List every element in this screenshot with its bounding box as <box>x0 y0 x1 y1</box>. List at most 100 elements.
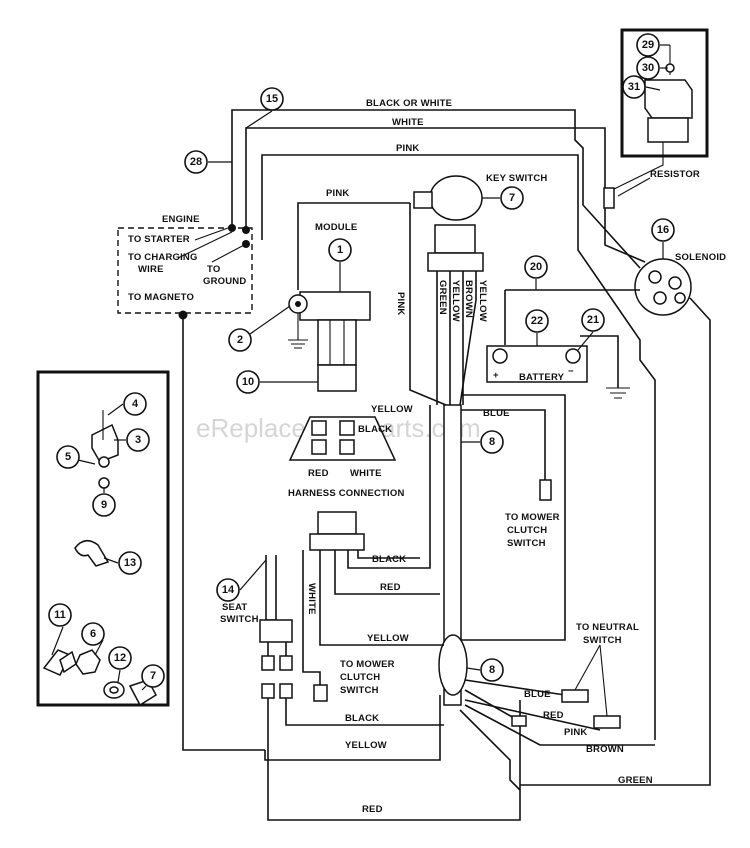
callout-leader <box>577 331 594 351</box>
terminal-dot-ground <box>242 240 250 248</box>
label-red-bottom: RED <box>362 804 383 815</box>
label-ground: GROUND <box>203 276 246 287</box>
callout-circle <box>126 428 150 452</box>
callout-circle <box>651 218 675 242</box>
callout-circle <box>328 238 352 262</box>
label-red-mid: RED <box>380 582 401 593</box>
wire-black-or-white <box>231 109 641 269</box>
callout-circle <box>92 493 116 517</box>
label-wire: WIRE <box>138 264 164 275</box>
callout-number: 7 <box>150 670 156 682</box>
callout-leader <box>77 459 96 465</box>
parts-inset-frame <box>36 370 170 707</box>
neutral-connector-2 <box>593 715 621 729</box>
mid-connector-plug <box>309 533 365 551</box>
key-switch-terminal <box>413 191 433 209</box>
callout-leader <box>51 626 64 656</box>
callout-number: 11 <box>54 609 66 621</box>
callout-number: 12 <box>114 652 126 664</box>
wire-pink-vertical <box>409 203 447 406</box>
callout-leader <box>141 685 147 691</box>
label-blue-low: BLUE <box>524 689 551 700</box>
callout-circle <box>81 622 105 646</box>
label-to: TO <box>207 264 220 275</box>
callout-number: 31 <box>628 81 640 93</box>
terminal-dot-starter <box>228 224 236 232</box>
module-body <box>317 319 357 366</box>
seat-switch: SEAT SWITCH BLACK YELLOW RED <box>220 555 521 821</box>
callout-number: 29 <box>642 39 654 51</box>
label-brown-v: BROWN <box>463 280 474 318</box>
label-black-low: BLACK <box>345 713 379 724</box>
label-red-low: RED <box>543 710 564 721</box>
label-pink-module: PINK <box>326 188 350 199</box>
engine-box: ENGINE TO STARTER TO CHARGING WIRE TO GR… <box>117 214 265 751</box>
label-to-neutral: TO NEUTRAL <box>576 622 639 633</box>
callout-number: 21 <box>587 314 599 326</box>
callout-number: 28 <box>190 156 202 168</box>
callout-circle <box>480 430 504 454</box>
callout-circle <box>108 646 132 670</box>
resistor-body <box>603 187 615 209</box>
label-hc-yellow: YELLOW <box>371 404 413 415</box>
parts-inset <box>36 370 170 707</box>
clip-bracket <box>91 423 119 463</box>
callout-leader <box>466 667 481 671</box>
callout-number: 14 <box>222 584 235 596</box>
wire-white <box>245 127 606 230</box>
callout-circle <box>216 578 240 602</box>
callout-leader <box>117 669 121 683</box>
label-module: MODULE <box>315 222 357 233</box>
label-to-mower-1: TO MOWER <box>505 512 560 523</box>
callout-circle <box>500 186 524 210</box>
mower-clutch-connector-1 <box>539 479 552 501</box>
callout-number: 6 <box>90 628 96 640</box>
wire-magneto <box>182 315 265 751</box>
label-yellow-low: YELLOW <box>345 740 387 751</box>
battery: + − BATTERY <box>486 335 630 399</box>
callout-number: 5 <box>65 451 71 463</box>
callout-number: 15 <box>266 93 278 105</box>
label-white-v: WHITE <box>306 583 317 615</box>
callout-number: 3 <box>135 434 141 446</box>
callout-leader <box>645 86 661 91</box>
label-switch-2: SWITCH <box>340 685 379 696</box>
label-switch-3: SWITCH <box>583 635 622 646</box>
solenoid-body <box>634 258 692 316</box>
harness-tube <box>443 404 462 706</box>
label-pink-low: PINK <box>564 727 588 738</box>
key-switch-connector <box>434 224 476 254</box>
resistor-bracket <box>644 79 693 119</box>
battery-ground-symbol <box>606 387 630 399</box>
callout-number: 4 <box>132 398 139 410</box>
callout-number: 8 <box>489 436 495 448</box>
seat-switch-body <box>259 619 293 643</box>
callout-leader <box>94 639 104 656</box>
label-yellow-v2: YELLOW <box>477 280 488 322</box>
label-hc-black: BLACK <box>358 424 392 435</box>
label-harness-connection: HARNESS CONNECTION <box>288 488 405 499</box>
wire-solenoid-battery-plus <box>504 289 640 345</box>
callout-circle <box>118 551 142 575</box>
callout-circle <box>228 328 252 352</box>
mower-clutch-connector-2 <box>313 684 328 702</box>
label-resistor: RESISTOR <box>650 169 700 180</box>
engine-dashed-outline <box>117 227 253 314</box>
callout-circle <box>581 308 605 332</box>
label-solenoid: SOLENOID <box>675 252 726 263</box>
callout-number: 9 <box>101 499 107 511</box>
callout-circle <box>480 658 504 682</box>
label-seat-switch: SWITCH <box>220 614 259 625</box>
callout-circle <box>236 370 260 394</box>
harness-connection: YELLOW BLACK RED WHITE HARNESS CONNECTIO… <box>288 404 413 499</box>
callout-number: 2 <box>237 334 243 346</box>
label-battery-plus: + <box>493 370 499 381</box>
label-blue-mid: BLUE <box>483 408 510 419</box>
wire-pink-module <box>297 202 410 290</box>
neutral-switch: TO NEUTRAL SWITCH BLUE RED PINK BROWN GR… <box>459 622 655 791</box>
terminal-dot-charging <box>242 226 250 234</box>
wire-resistor-to-solenoid <box>604 210 646 263</box>
neutral-connector-1 <box>561 689 589 703</box>
label-white-top: WHITE <box>392 117 424 128</box>
